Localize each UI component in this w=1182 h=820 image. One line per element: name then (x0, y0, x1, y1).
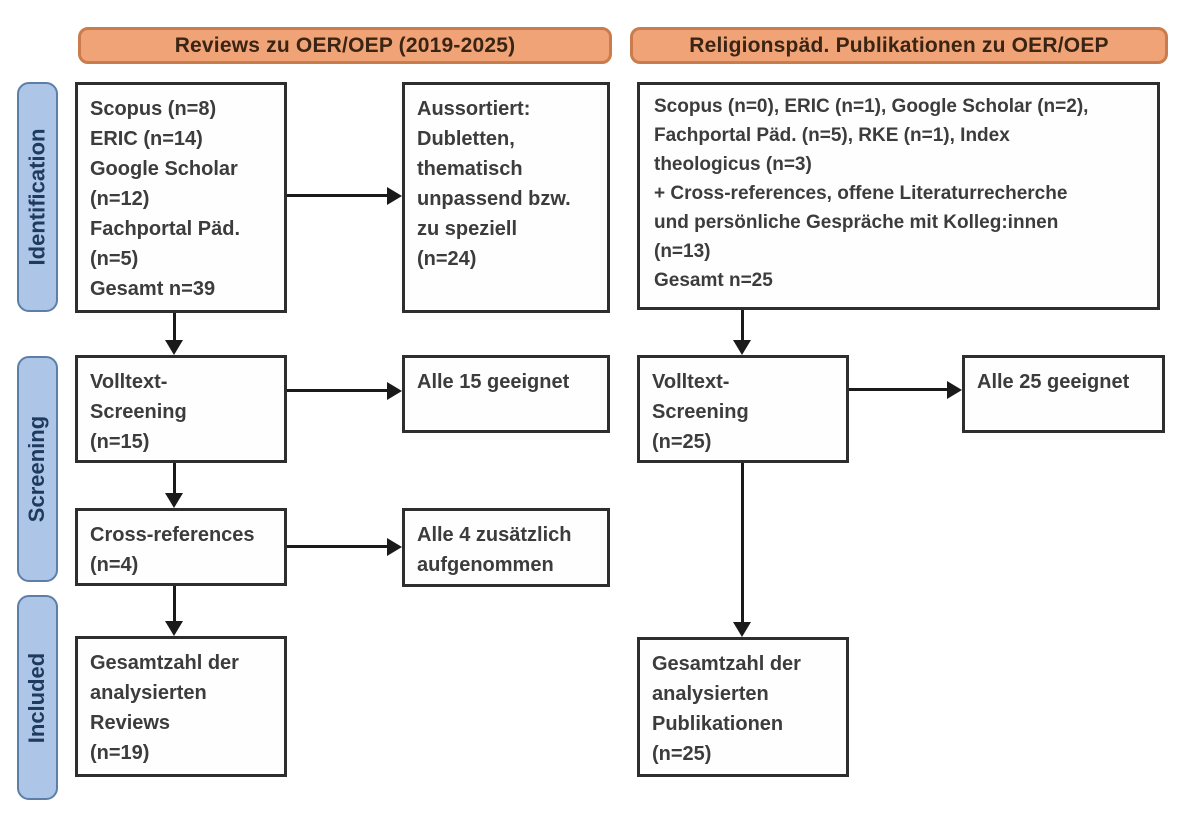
stage-label-screening-text: Screening (24, 415, 50, 523)
stage-label-included: Included (17, 595, 58, 800)
stage-label-included-text: Included (24, 652, 50, 743)
column-header-reviews: Reviews zu OER/OEP (2019-2025) (78, 27, 612, 64)
stage-label-screening: Screening (17, 356, 58, 582)
box-left-excluded: Aussortiert: Dubletten, thematisch unpas… (402, 82, 610, 313)
box-right-identification: Scopus (n=0), ERIC (n=1), Google Scholar… (637, 82, 1160, 310)
box-right-eligible: Alle 25 geeignet (962, 355, 1165, 433)
box-right-fulltext-screening: Volltext- Screening (n=25) (637, 355, 849, 463)
box-left-eligible: Alle 15 geeignet (402, 355, 610, 433)
box-left-identification: Scopus (n=8) ERIC (n=14) Google Scholar … (75, 82, 287, 313)
column-header-religionspaed: Religionspäd. Publikationen zu OER/OEP (630, 27, 1168, 64)
box-left-fulltext-screening: Volltext- Screening (n=15) (75, 355, 287, 463)
box-left-included-total: Gesamtzahl der analysierten Reviews (n=1… (75, 636, 287, 777)
stage-label-identification: Identification (17, 82, 58, 312)
box-left-added: Alle 4 zusätzlich aufgenommen (402, 508, 610, 587)
box-left-crossreferences: Cross-references (n=4) (75, 508, 287, 586)
stage-label-identification-text: Identification (24, 128, 50, 266)
box-right-included-total: Gesamtzahl der analysierten Publikatione… (637, 637, 849, 777)
